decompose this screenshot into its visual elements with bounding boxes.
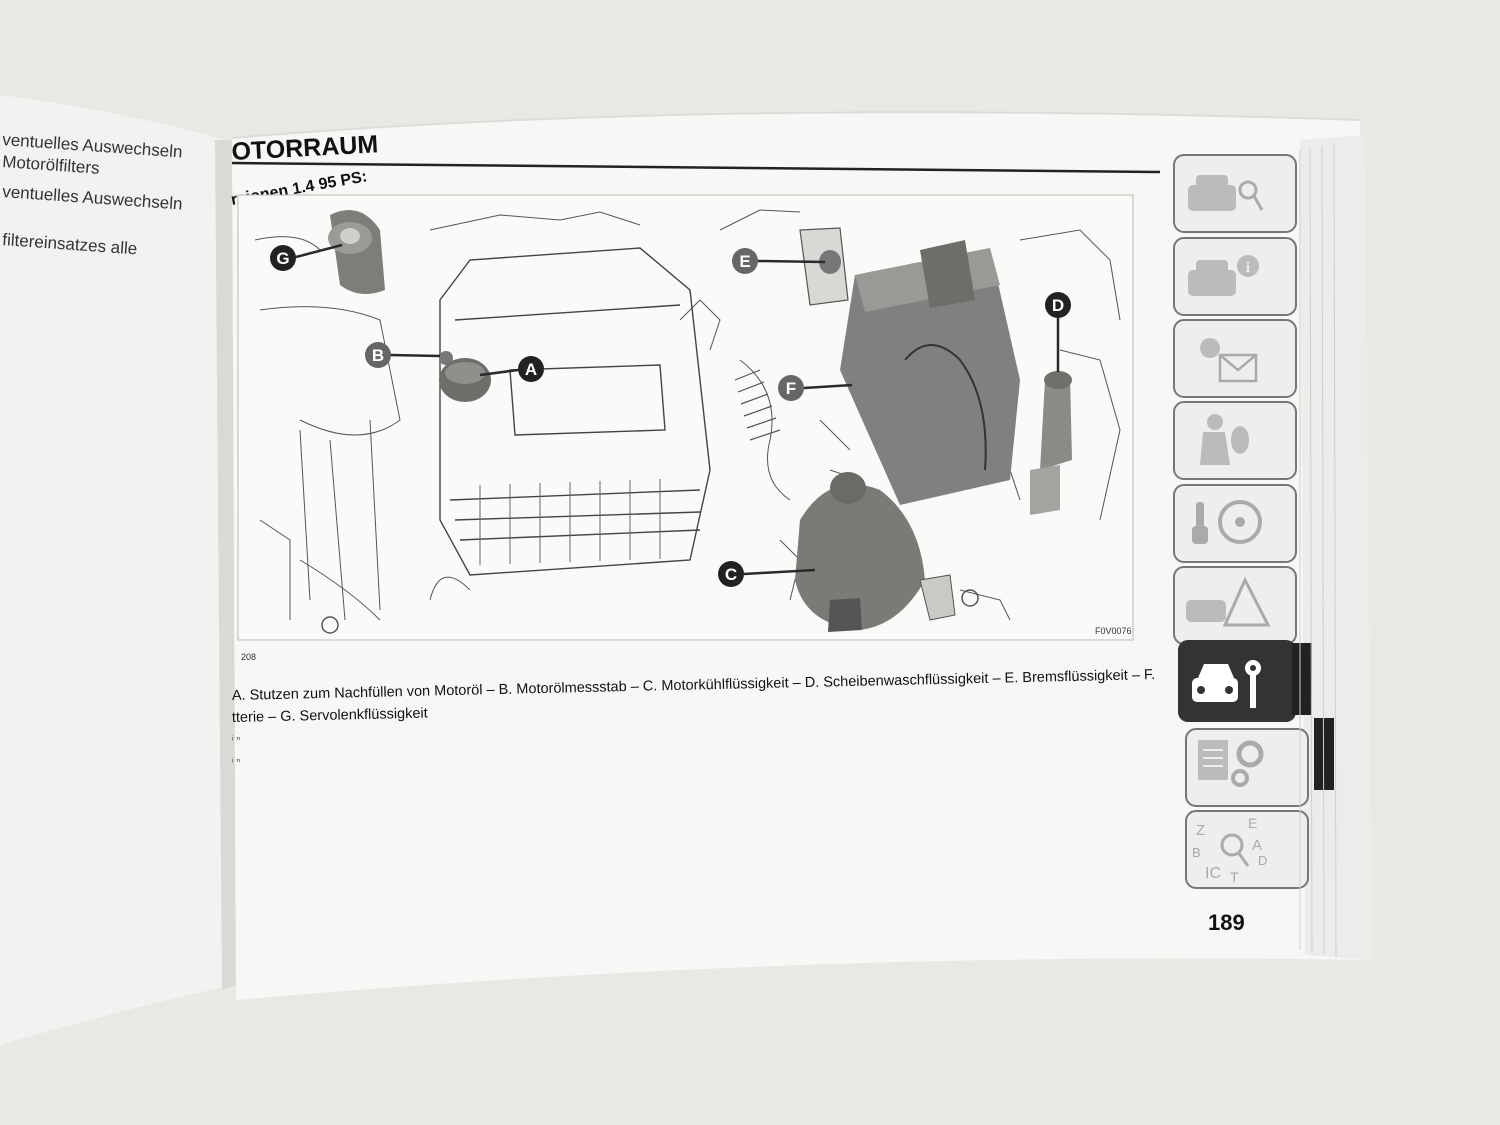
- svg-text:E: E: [739, 252, 750, 271]
- svg-text:C: C: [725, 565, 737, 584]
- car-search-icon: [1188, 175, 1264, 211]
- chapter-tab-9[interactable]: Z E B A IC D T: [1185, 810, 1309, 889]
- callout-g: G: [270, 245, 296, 271]
- caption-note-1: ᵢ ₙ: [232, 732, 240, 743]
- callout-c: C: [718, 561, 744, 587]
- svg-text:F: F: [786, 379, 796, 398]
- figure-code: F0V0076: [1095, 626, 1132, 636]
- chapter-tab-7-active[interactable]: [1178, 640, 1312, 722]
- callout-a: A: [518, 356, 544, 382]
- chapter-tab-5[interactable]: [1173, 484, 1297, 563]
- chapter-tab-3[interactable]: [1173, 319, 1297, 398]
- svg-text:IC: IC: [1205, 865, 1221, 882]
- svg-text:Z: Z: [1196, 822, 1205, 839]
- car-wrench-icon: [1192, 660, 1261, 708]
- caption-line-2: tterie – G. Servolenkflüssigkeit: [232, 706, 428, 726]
- car-info-icon: i: [1188, 255, 1259, 296]
- caption-note-2: ᵢ ₙ: [232, 754, 240, 765]
- left-page: [0, 95, 236, 1045]
- chapter-tab-1[interactable]: [1173, 154, 1297, 233]
- key-steering-icon: [1192, 500, 1262, 544]
- page-number: 189: [1208, 910, 1245, 935]
- callout-e: E: [732, 248, 758, 274]
- svg-text:D: D: [1052, 296, 1064, 315]
- alphabet-index-icon: Z E B A IC D T: [1192, 815, 1267, 885]
- svg-text:G: G: [276, 249, 289, 268]
- svg-text:T: T: [1230, 869, 1239, 885]
- car-warning-icon: [1186, 576, 1271, 627]
- svg-text:A: A: [1252, 837, 1262, 854]
- chapter-tab-6[interactable]: [1173, 566, 1297, 645]
- callout-b: B: [365, 342, 391, 368]
- svg-text:D: D: [1258, 853, 1267, 868]
- page-edges: [1299, 143, 1337, 958]
- data-gear-icon: [1198, 740, 1264, 787]
- svg-text:E: E: [1248, 815, 1257, 831]
- figure-number: 208: [241, 652, 256, 662]
- svg-text:B: B: [1192, 845, 1201, 860]
- engine-illustration: A B C D E F G F0V0076 208: [237, 194, 1134, 662]
- svg-text:A: A: [525, 360, 537, 379]
- chapter-tab-2[interactable]: i: [1173, 237, 1297, 316]
- airbag-person-icon: [1200, 414, 1249, 465]
- light-message-icon: [1200, 338, 1258, 383]
- svg-text:B: B: [372, 346, 384, 365]
- svg-text:i: i: [1246, 260, 1250, 276]
- callout-d: D: [1045, 292, 1071, 318]
- chapter-tab-4[interactable]: [1173, 401, 1297, 480]
- callout-f: F: [778, 375, 804, 401]
